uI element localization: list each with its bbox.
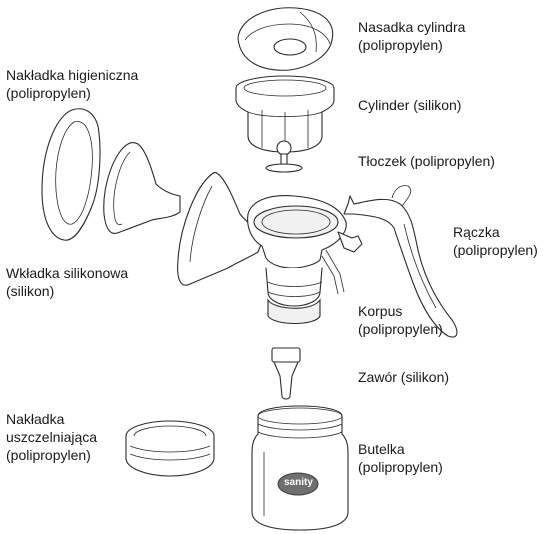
bottle-logo: sanity xyxy=(284,476,313,490)
label-cylinder: Cylinder (silikon) xyxy=(358,96,461,114)
cylinder-cap-drawing xyxy=(238,8,333,70)
label-valve: Zawór (silikon) xyxy=(358,368,449,386)
label-sealing-cap: Nakładka uszczelniająca (polipropylen) xyxy=(6,410,97,464)
pump-body-drawing xyxy=(248,196,362,324)
hygiene-cover-drawing xyxy=(42,109,100,240)
sealing-cap-drawing xyxy=(126,421,214,476)
label-hygiene-cover: Nakładka higieniczna (polipropylen) xyxy=(6,66,138,102)
valve-drawing xyxy=(272,348,300,399)
silicone-insert-drawing xyxy=(104,143,180,234)
bottle-drawing xyxy=(252,406,348,530)
label-bottle: Butelka (polipropylen) xyxy=(358,440,443,476)
label-body: Korpus (polipropylen) xyxy=(358,302,443,338)
label-piston: Tłoczek (polipropylen) xyxy=(358,152,495,170)
label-silicone-insert: Wkładka silikonowa (silikon) xyxy=(6,264,128,300)
label-cylinder-cap: Nasadka cylindra (polipropylen) xyxy=(358,18,465,54)
label-handle: Rączka (polipropylen) xyxy=(453,223,538,259)
